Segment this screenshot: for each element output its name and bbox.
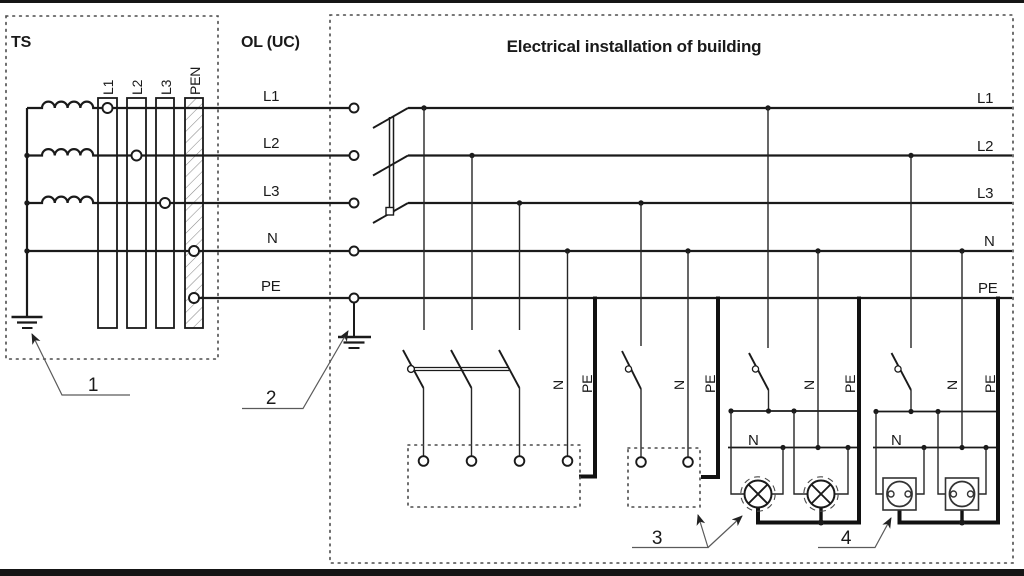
busbar-label-l3: L3 bbox=[158, 79, 174, 95]
board-box-2 bbox=[627, 447, 701, 508]
switch-icon-circuit2 bbox=[621, 350, 642, 390]
winding-l1 bbox=[27, 100, 350, 110]
building-main-lines: L1 L2 L3 N PE bbox=[358, 90, 1012, 300]
ol-label-l3: L3 bbox=[263, 183, 279, 200]
right-label-n: N bbox=[984, 233, 995, 250]
overhead-line-zone: L1 L2 L3 N PE bbox=[261, 88, 360, 304]
busbar-label-l2: L2 bbox=[129, 79, 145, 95]
circuit-lighting: N N PE bbox=[728, 105, 861, 526]
pe-drop-circuit1 bbox=[579, 296, 597, 479]
circuit2-n-label: N bbox=[671, 380, 687, 390]
lighting-n-bus-label: N bbox=[748, 432, 759, 449]
ol-label-l2: L2 bbox=[263, 135, 279, 152]
callout-2: 2 bbox=[242, 330, 349, 410]
ol-title: OL (UC) bbox=[241, 34, 300, 51]
right-label-pe: PE bbox=[978, 280, 998, 297]
bottom-frame-bar bbox=[0, 569, 1024, 576]
callout-3: 3 bbox=[632, 514, 743, 549]
installation-earth bbox=[338, 302, 371, 349]
winding-l2 bbox=[27, 148, 350, 157]
bar-tap-l1 bbox=[101, 102, 114, 114]
lamp-icon-1 bbox=[740, 476, 776, 512]
circuit2-pe-label: PE bbox=[702, 375, 718, 393]
earth-icon-transformer bbox=[11, 315, 43, 329]
callout-1: 1 bbox=[31, 333, 130, 396]
circuit1-n-label: N bbox=[550, 380, 566, 390]
winding-l3 bbox=[27, 195, 350, 205]
pe-drop-sockets bbox=[897, 296, 1000, 525]
callout-3-number: 3 bbox=[652, 528, 662, 549]
transformer-station-box bbox=[5, 15, 219, 360]
entry-terminal-l2 bbox=[348, 150, 360, 161]
busbar-l3 bbox=[155, 97, 175, 329]
building-title: Electrical installation of building bbox=[507, 37, 762, 56]
socket-icon-1 bbox=[882, 477, 917, 511]
busbar-label-l1: L1 bbox=[100, 79, 116, 95]
circuit-sockets: N N PE bbox=[873, 152, 1000, 526]
right-label-l2: L2 bbox=[977, 138, 993, 155]
ol-label-n: N bbox=[267, 230, 278, 247]
pe-drop-lighting bbox=[756, 296, 861, 525]
entry-terminal-l1 bbox=[348, 102, 360, 114]
board-box-1 bbox=[407, 444, 581, 508]
ol-label-l1: L1 bbox=[263, 88, 279, 105]
circuit1-pe-label: PE bbox=[579, 375, 595, 393]
switch-icon-lighting bbox=[748, 352, 770, 391]
callout-4: 4 bbox=[818, 517, 892, 549]
right-label-l1: L1 bbox=[977, 90, 993, 107]
busbar-label-pen: PEN bbox=[187, 67, 203, 95]
circuit-single-load: N PE bbox=[621, 200, 720, 508]
socket-n-bus-label: N bbox=[891, 432, 902, 449]
socket-icon-2 bbox=[944, 477, 980, 511]
three-pole-switch-icon bbox=[402, 349, 521, 389]
building-installation-box bbox=[329, 14, 1014, 564]
circuit-three-phase-board: N PE bbox=[402, 105, 597, 508]
circuit3-pe-label: PE bbox=[842, 375, 858, 393]
transformer-station: L1 L2 L3 PEN bbox=[11, 67, 350, 329]
callout-2-number: 2 bbox=[266, 388, 276, 409]
bar-tap-l3 bbox=[159, 197, 171, 209]
switch-icon-sockets bbox=[890, 352, 912, 391]
main-entry-switch-icon bbox=[372, 107, 409, 224]
callout-1-number: 1 bbox=[88, 375, 98, 396]
entry-terminal-pe bbox=[348, 292, 360, 304]
busbar-l1 bbox=[97, 97, 118, 329]
circuit3-n-label: N bbox=[801, 380, 817, 390]
right-label-l3: L3 bbox=[977, 185, 993, 202]
busbar-l2 bbox=[126, 97, 147, 329]
bar-tap-l2 bbox=[130, 149, 143, 162]
lamp-icon-2 bbox=[803, 476, 839, 512]
bar-tap-pe bbox=[188, 292, 200, 304]
entry-terminal-n bbox=[348, 245, 360, 257]
pe-drop-circuit2 bbox=[701, 296, 720, 479]
circuit4-n-label: N bbox=[944, 380, 960, 390]
circuit4-pe-label: PE bbox=[982, 375, 998, 393]
ts-title: TS bbox=[11, 34, 32, 51]
bar-tap-n bbox=[188, 245, 200, 257]
callout-4-number: 4 bbox=[841, 528, 852, 549]
ol-label-pe: PE bbox=[261, 278, 281, 295]
top-frame-bar bbox=[0, 0, 1024, 3]
entry-terminal-l3 bbox=[348, 197, 360, 209]
